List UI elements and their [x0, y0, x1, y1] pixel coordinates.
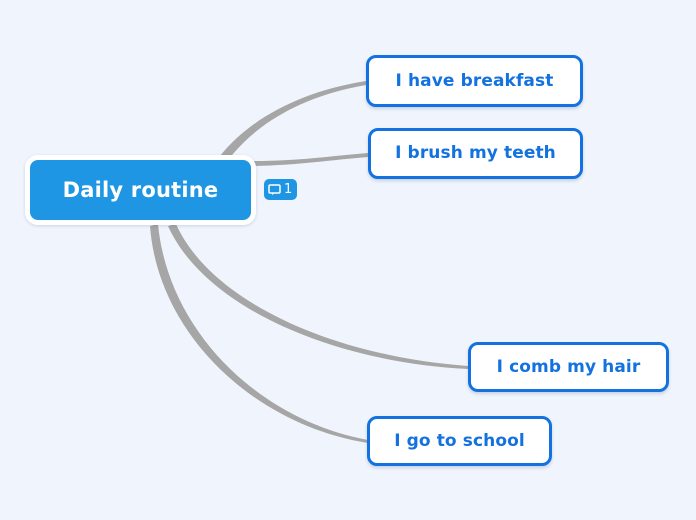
branch-node-4-label: I go to school [394, 430, 525, 451]
comment-bubble-icon [268, 183, 281, 196]
branch-node-3[interactable]: I comb my hair [468, 342, 669, 392]
root-node-label: Daily routine [62, 177, 219, 202]
branch-node-1[interactable]: I have breakfast [366, 55, 583, 107]
root-comment-badge[interactable]: 1 [264, 179, 298, 200]
edge-root-to-branch-3 [168, 224, 468, 369]
branch-node-3-label: I comb my hair [496, 356, 641, 377]
branch-node-4[interactable]: I go to school [367, 416, 552, 466]
edge-root-to-branch-4 [150, 224, 368, 443]
branch-node-2[interactable]: I brush my teeth [368, 128, 583, 179]
branch-node-2-label: I brush my teeth [395, 143, 556, 163]
branch-node-1-label: I have breakfast [395, 70, 554, 91]
root-node[interactable]: Daily routine [25, 155, 256, 225]
root-comment-count: 1 [284, 182, 293, 197]
edge-root-to-branch-2 [254, 153, 368, 166]
